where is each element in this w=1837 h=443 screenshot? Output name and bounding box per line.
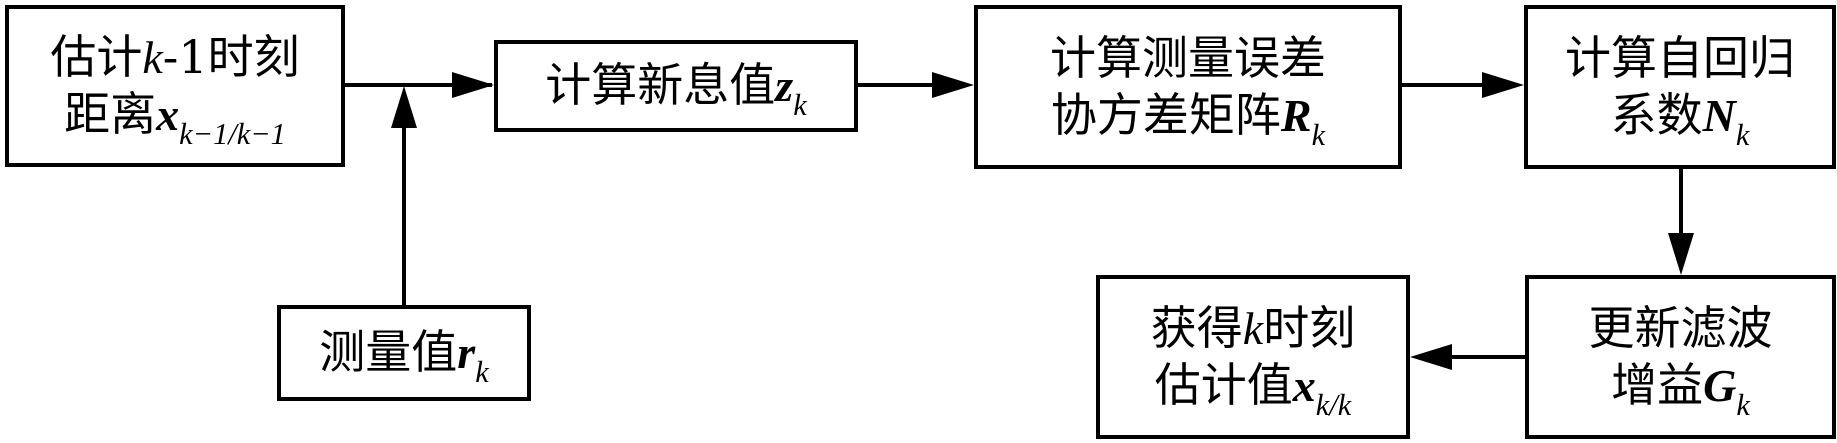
node-autoregressive: 计算自回归 系数Nk xyxy=(1524,5,1836,169)
subscript: k xyxy=(1311,117,1326,152)
arrowhead-covariance xyxy=(932,72,974,98)
node-error-covariance: 计算测量误差 协方差矩阵Rk xyxy=(974,5,1402,169)
label-text: 计算自回归 xyxy=(1565,30,1795,85)
subscript: k/k xyxy=(1315,387,1352,422)
symbol-z: z xyxy=(775,60,794,112)
label-text: 距离 xyxy=(64,87,157,141)
label-text: -1时刻 xyxy=(162,29,300,84)
label-text: 计算新息值 xyxy=(545,58,776,113)
symbol-x: x xyxy=(156,89,180,140)
label-text: 获得 xyxy=(1150,300,1243,355)
label-text: 系数 xyxy=(1610,88,1703,142)
node-filter-gain: 更新滤波 增益Gk xyxy=(1525,275,1836,439)
node-prev-estimate-line2: 距离xk−1/k−1 xyxy=(64,86,286,151)
arrowhead-innovation xyxy=(452,72,494,98)
subscript: k xyxy=(1736,387,1750,422)
label-text: 测量值 xyxy=(319,325,458,380)
symbol-k: k xyxy=(1242,302,1264,354)
label-text: 估计 xyxy=(50,29,143,84)
label-text: 计算测量误差 xyxy=(1050,30,1326,85)
subscript: k xyxy=(793,87,807,122)
arrowhead-autoregressive xyxy=(1482,72,1524,98)
subscript: k xyxy=(475,354,489,389)
node-prev-estimate: 估计k-1时刻 距离xk−1/k−1 xyxy=(5,5,345,167)
node-prev-estimate-line1: 估计k-1时刻 xyxy=(50,29,299,87)
arrowhead-junction xyxy=(391,86,417,128)
arrowhead-estimate xyxy=(1410,344,1452,370)
node-measurement: 测量值rk xyxy=(277,305,531,401)
label-text: 更新滤波 xyxy=(1588,300,1773,355)
subscript: k−1/k−1 xyxy=(179,116,286,151)
arrowhead-gain xyxy=(1668,233,1694,275)
label-text: 估计值 xyxy=(1154,358,1293,412)
symbol-x: x xyxy=(1292,360,1316,411)
label-text: 协方差矩阵 xyxy=(1050,88,1281,142)
subscript: k xyxy=(1735,117,1750,152)
symbol-k: k xyxy=(142,31,163,83)
symbol-R: R xyxy=(1280,90,1312,141)
symbol-r: r xyxy=(457,327,476,379)
node-estimate-k: 获得k时刻 估计值xk/k xyxy=(1096,275,1410,439)
symbol-N: N xyxy=(1702,90,1736,141)
node-innovation: 计算新息值zk xyxy=(494,40,858,132)
symbol-G: G xyxy=(1703,360,1737,411)
label-text: 增益 xyxy=(1611,358,1704,412)
label-text: 时刻 xyxy=(1263,300,1356,355)
